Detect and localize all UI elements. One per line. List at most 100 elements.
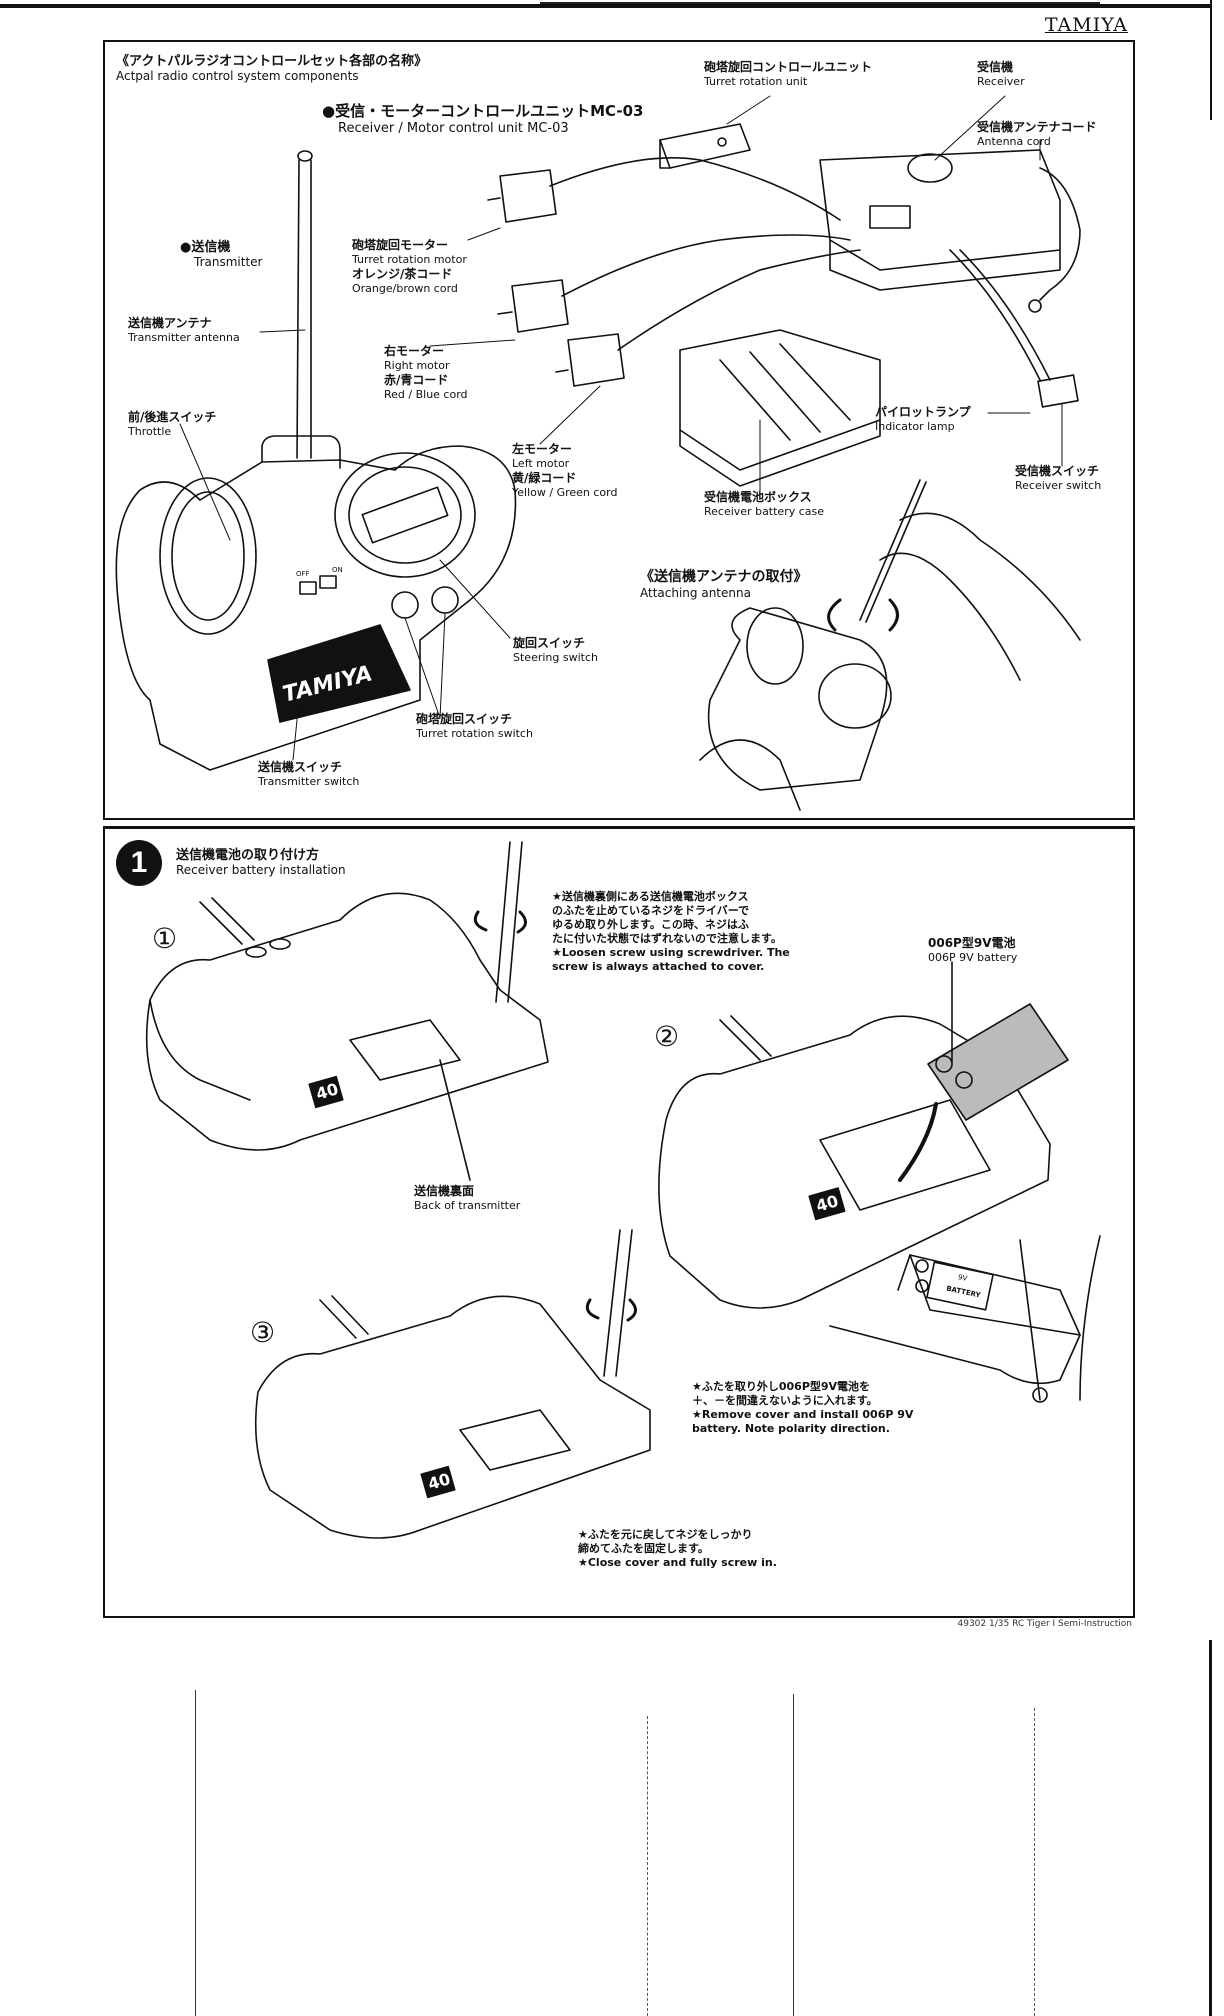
label-receiver: 受信機 Receiver [977, 60, 1025, 89]
transmitter-heading: ●送信機 Transmitter [180, 236, 262, 269]
receiver-unit-jp: ●受信・モーターコントロールユニットMC-03 [322, 102, 644, 120]
label-antenna-cord: 受信機アンテナコード Antenna cord [977, 120, 1097, 149]
note-line: ★Remove cover and install 006P 9V [692, 1408, 914, 1421]
note-loosen-screw: ★送信機裏側にある送信機電池ボックス のふたを止めているネジをドライバーで ゆる… [552, 890, 790, 974]
label-en: Receiver battery case [704, 505, 825, 518]
label-en: Antenna cord [977, 135, 1051, 148]
switch-off-mark: OFF [296, 570, 310, 578]
transmitter-back-drawing-2 [658, 961, 1069, 1309]
label-jp-cord: 黄/緑コード [512, 471, 577, 485]
label-jp-cord: 赤/青コード [384, 373, 449, 387]
transmitter-back-drawing-1 [145, 892, 549, 1181]
note-line: ★ふたを元に戻してネジをしっかり [578, 1528, 753, 1541]
note-close-cover: ★ふたを元に戻してネジをしっかり 締めてふたを固定します。 ★Close cov… [578, 1528, 777, 1570]
label-receiver-switch: 受信機スイッチ Receiver switch [1015, 464, 1101, 493]
top-rule [0, 4, 1210, 8]
label-turret-rotation-motor: 砲塔旋回モーター Turret rotation motor オレンジ/茶コード… [352, 238, 467, 296]
page-footer: 49302 1/35 RC Tiger I Semi-Instruction [957, 1619, 1133, 1629]
page-edge-right-top [1210, 0, 1212, 120]
label-jp: 受信機電池ボックス [704, 490, 812, 504]
note-line: たに付いた状態ではずれないので注意します。 [552, 932, 782, 945]
attaching-antenna-drawing [699, 479, 1081, 811]
label-jp: 右モーター [384, 344, 445, 358]
label-en: Back of transmitter [414, 1199, 521, 1212]
label-turret-rotation-unit: 砲塔旋回コントロールユニット Turret rotation unit [704, 60, 872, 89]
receiver-unit-en: Receiver / Motor control unit MC-03 [338, 121, 569, 136]
label-left-motor: 左モーター Left motor 黄/緑コード Yellow / Green c… [512, 442, 617, 500]
note-line: のふたを止めているネジをドライバーで [552, 904, 750, 917]
label-transmitter-switch: 送信機スイッチ Transmitter switch [258, 760, 359, 789]
transmitter-antenna-drawing [296, 150, 313, 459]
label-en-cord: Red / Blue cord [384, 388, 468, 401]
note-line: screw is always attached to cover. [552, 960, 765, 973]
label-en: Turret rotation switch [416, 727, 533, 740]
label-jp: パイロットランプ [875, 405, 971, 419]
label-jp: 砲塔旋回モーター [352, 238, 449, 252]
label-transmitter-antenna: 送信機アンテナ Transmitter antenna [128, 316, 240, 345]
label-jp: 受信機アンテナコード [977, 120, 1097, 134]
substep-3-number: ③ [250, 1316, 276, 1349]
label-right-motor: 右モーター Right motor 赤/青コード Red / Blue cord [384, 344, 468, 402]
step1-title-en: Receiver battery installation [176, 863, 346, 877]
label-jp: 送信機アンテナ [128, 316, 212, 330]
note-line: ★Loosen screw using screwdriver. The [552, 946, 790, 959]
motors-drawing [487, 157, 861, 387]
label-en: Right motor [384, 359, 450, 372]
column-rule-1 [195, 1690, 196, 2016]
label-back-of-transmitter: 送信機裏面 Back of transmitter [414, 1184, 520, 1213]
transmitter-jp: ●送信機 [180, 240, 231, 255]
label-en: Receiver switch [1015, 479, 1102, 492]
substep-2-number: ② [654, 1020, 680, 1053]
transmitter-en: Transmitter [194, 255, 263, 269]
receiver-switch-drawing [949, 249, 1079, 408]
label-jp: 左モーター [512, 442, 573, 456]
components-title-jp: 《アクトパルラジオコントロールセット各部の名称》 [116, 54, 428, 69]
label-throttle: 前/後進スイッチ Throttle [128, 410, 216, 439]
label-en: Throttle [128, 425, 172, 438]
label-en: Steering switch [513, 651, 598, 664]
label-en: Transmitter antenna [128, 331, 240, 344]
attaching-antenna-heading: 《送信機アンテナの取付》 Attaching antenna [640, 566, 807, 600]
label-jp: 受信機スイッチ [1015, 464, 1100, 478]
page-edge-right [1209, 1640, 1212, 2016]
note-line: battery. Note polarity direction. [692, 1422, 890, 1435]
battery-case-drawing [679, 329, 881, 487]
attaching-antenna-en: Attaching antenna [640, 586, 751, 600]
note-line: ゆるめ取り外します。この時、ネジはふ [552, 918, 749, 931]
label-en: Transmitter switch [258, 775, 360, 788]
note-line: 締めてふたを固定します。 [578, 1542, 709, 1555]
label-jp: 旋回スイッチ [513, 636, 586, 650]
step1-illustration [145, 841, 1101, 1539]
note-line: ★送信機裏側にある送信機電池ボックス [552, 890, 749, 903]
label-en: Turret rotation unit [704, 75, 808, 88]
brand-logo: TAMIYA [1044, 14, 1128, 36]
label-en: Receiver [977, 75, 1025, 88]
column-rule-2 [793, 1694, 794, 2016]
column-dashed-rule-1 [647, 1716, 648, 2016]
label-turret-rotation-switch: 砲塔旋回スイッチ Turret rotation switch [416, 712, 533, 741]
components-title-en: Actpal radio control system components [116, 69, 359, 83]
label-jp: 006P型9V電池 [928, 936, 1016, 950]
leader-lines [179, 95, 1063, 761]
label-en-cord: Yellow / Green cord [512, 486, 618, 499]
label-jp: 前/後進スイッチ [128, 410, 217, 424]
step1-heading: 送信機電池の取り付け方 Receiver battery installatio… [176, 844, 346, 877]
receiver-unit-heading: ●受信・モーターコントロールユニットMC-03 Receiver / Motor… [322, 100, 643, 136]
top-rule-secondary [540, 2, 1100, 4]
note-install-battery: ★ふたを取り外し006P型9V電池を ＋、－を間違えないように入れます。 ★Re… [692, 1380, 913, 1436]
screwdriver-drawing-3 [585, 1229, 637, 1377]
screwdriver-drawing-1 [473, 841, 527, 1003]
label-jp-cord: オレンジ/茶コード [352, 267, 453, 281]
attaching-antenna-jp: 《送信機アンテナの取付》 [640, 569, 808, 585]
label-en: Indicator lamp [875, 420, 955, 433]
note-line: ★ふたを取り外し006P型9V電池を [692, 1380, 871, 1393]
battery-compartment-drawing [829, 1235, 1101, 1403]
label-jp: 送信機スイッチ [258, 760, 343, 774]
label-en-cord: Orange/brown cord [352, 282, 458, 295]
substep-1-number: ① [152, 922, 178, 955]
label-steering-switch: 旋回スイッチ Steering switch [513, 636, 598, 665]
label-jp: 受信機 [977, 60, 1014, 74]
label-jp: 送信機裏面 [414, 1184, 475, 1198]
step1-title-jp: 送信機電池の取り付け方 [176, 848, 320, 863]
components-title: 《アクトパルラジオコントロールセット各部の名称》 Actpal radio co… [116, 50, 427, 83]
